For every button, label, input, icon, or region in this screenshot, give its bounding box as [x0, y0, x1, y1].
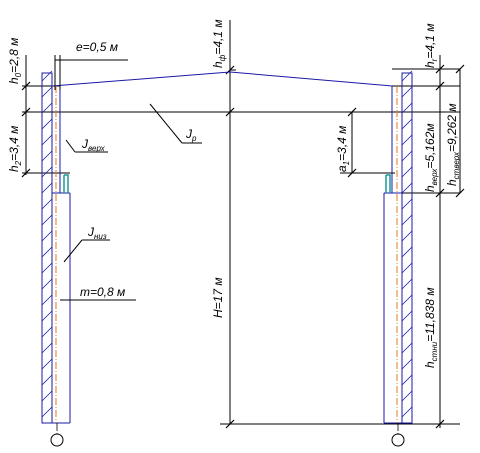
svg-text:Jниз: Jниз: [87, 225, 107, 241]
J-verh-label: J: [81, 137, 89, 151]
svg-text:h0=2,8 м: h0=2,8 м: [7, 38, 23, 84]
left-dim-line: [21, 55, 31, 178]
svg-text:hверх=5,162м: hверх=5,162м: [423, 123, 439, 192]
leader-lines: [54, 55, 202, 301]
left-crane-bracket: [63, 174, 69, 193]
svg-text:a1=3,4 м: a1=3,4 м: [335, 126, 351, 172]
right-support-circle: [391, 433, 405, 447]
h-verh-label: h: [423, 185, 437, 192]
center-dim-line: [225, 20, 235, 429]
left-column: [41, 70, 71, 447]
h2-label: h: [7, 165, 21, 172]
h-stverh-label: h: [445, 179, 459, 186]
J-niz-label: J: [87, 225, 95, 239]
svg-text:hr=4,1 м: hr=4,1 м: [423, 23, 439, 68]
svg-text:h2=3,4 м: h2=3,4 м: [7, 126, 23, 172]
svg-text:hф=4,1 м: hф=4,1 м: [211, 19, 227, 68]
svg-text:hстни=11,838 м: hстни=11,838 м: [423, 287, 439, 368]
svg-text:Jр: Jр: [185, 127, 197, 143]
left-support-circle: [50, 433, 64, 447]
H-label: H=17 м: [211, 277, 225, 318]
h0-label: h: [7, 77, 21, 84]
svg-text:hстверх=9,262 м: hстверх=9,262 м: [445, 103, 461, 186]
text-labels: h0=2,8 м h2=3,4 м e=0,5 м hф=4,1 м hr=4,…: [7, 19, 461, 368]
reference-lines: [22, 68, 460, 425]
a1-label: a: [335, 165, 349, 172]
hf-label: h: [211, 61, 225, 68]
right-column: [383, 70, 413, 447]
right-dim-lines: [347, 55, 465, 429]
m-label: m=0,8 м: [80, 285, 125, 299]
e-label: e=0,5 м: [76, 40, 118, 54]
roof-truss: [51, 71, 393, 87]
svg-text:Jверх: Jверх: [81, 137, 106, 153]
right-crane-bracket: [385, 174, 391, 193]
hr-label: h: [423, 61, 437, 68]
J-p-label: J: [185, 127, 193, 141]
h-stniz-label: h: [423, 361, 437, 368]
